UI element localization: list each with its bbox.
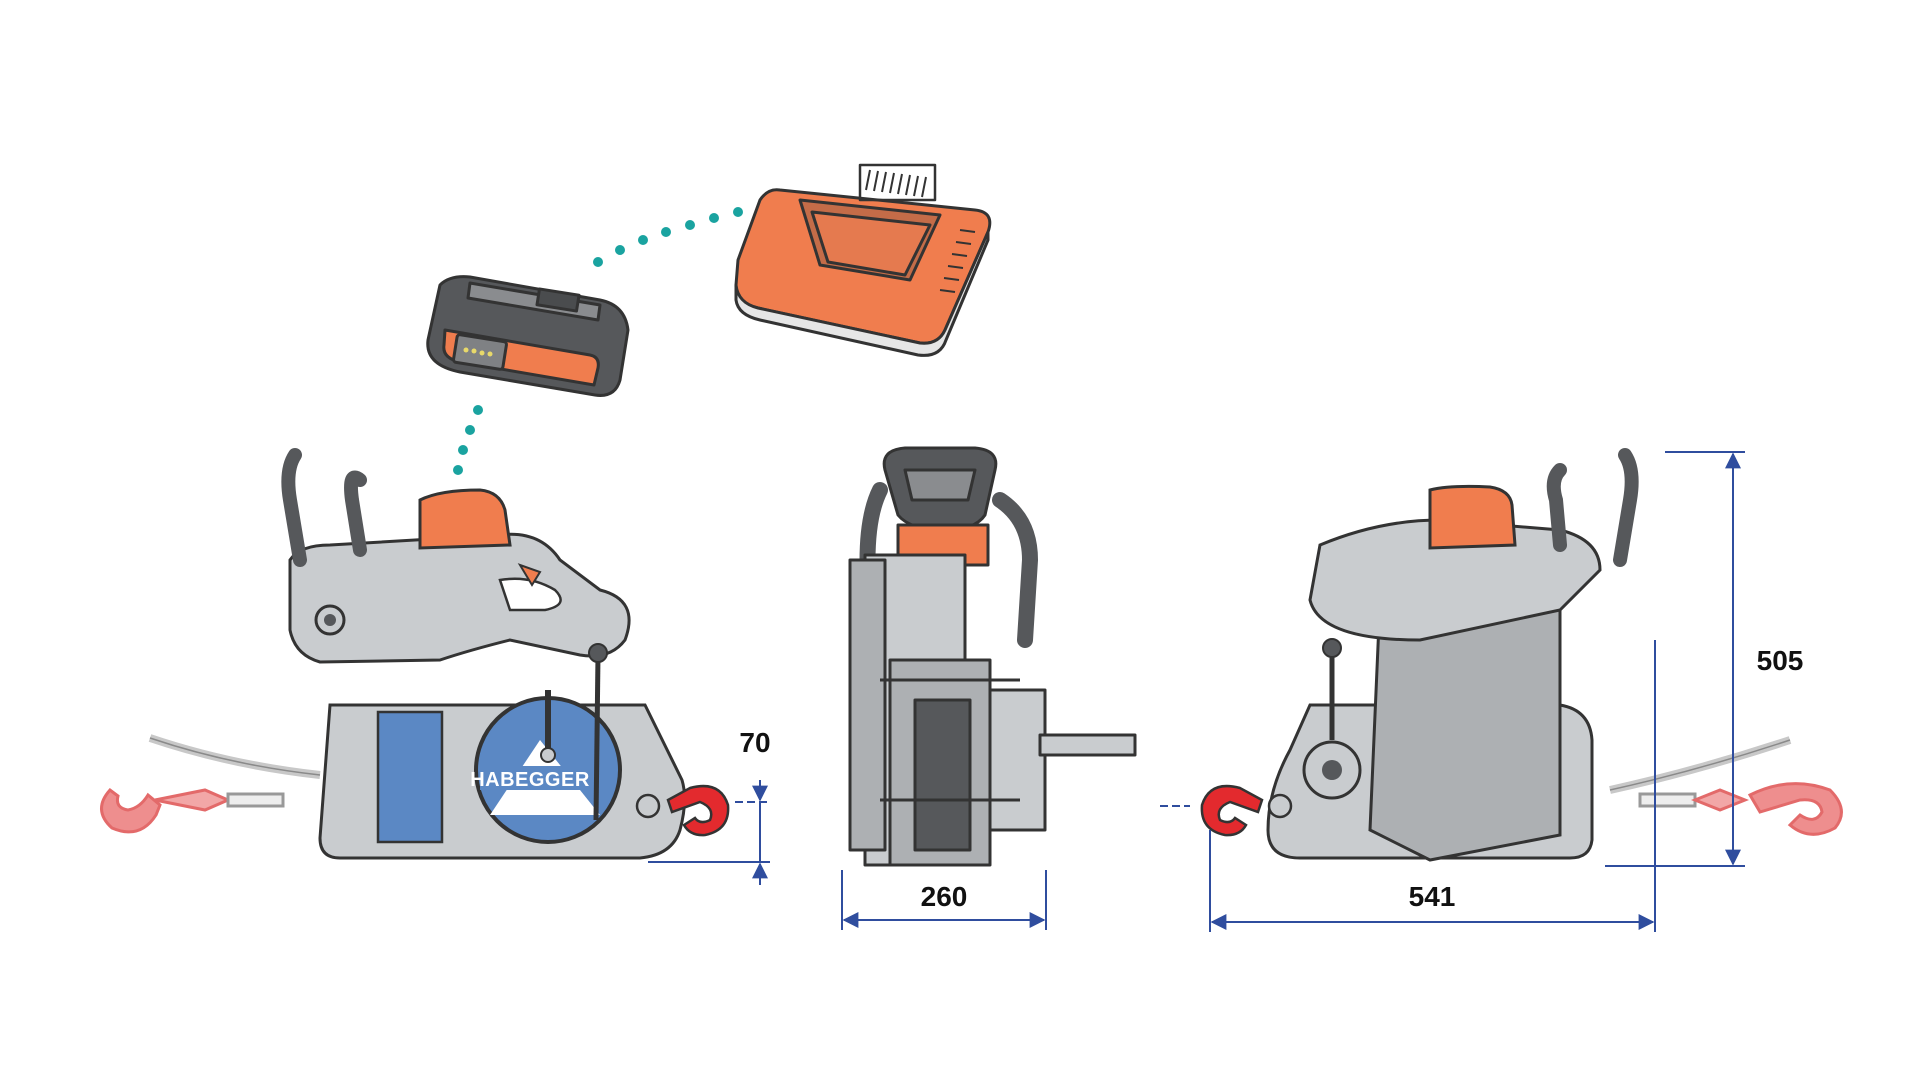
brand-logo-text: HABEGGER <box>470 769 590 791</box>
hook-icon <box>1638 782 1843 836</box>
charger-icon <box>734 163 992 357</box>
dimension-offset <box>648 780 770 885</box>
dimension-length <box>1160 640 1656 932</box>
hook-icon <box>1200 784 1293 837</box>
winch-side-view-left: HABEGGER <box>100 448 730 860</box>
dimension-offset-label: 70 <box>739 727 770 758</box>
dimension-height <box>1605 451 1745 867</box>
hook-icon <box>100 787 285 834</box>
winch-side-view-right <box>1200 448 1843 862</box>
battery-charger-connection <box>453 207 743 475</box>
dimension-width <box>841 870 1047 930</box>
winch-front-view <box>848 446 1137 867</box>
dimension-length-label: 541 <box>1409 881 1456 912</box>
dimension-width-label: 260 <box>921 881 968 912</box>
battery-icon <box>426 275 630 397</box>
wire-rope-icon <box>1609 736 1792 794</box>
dimension-height-label: 505 <box>1757 645 1804 676</box>
hook-icon <box>635 784 730 837</box>
wire-rope-icon <box>148 734 321 779</box>
